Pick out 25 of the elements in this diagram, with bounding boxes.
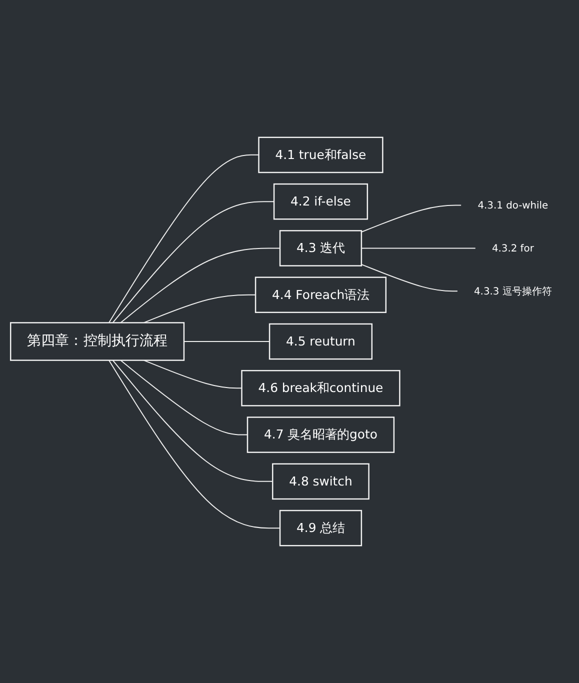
node-box: 4.3 迭代 — [279, 230, 362, 266]
node-box: 第四章：控制执行流程 — [10, 322, 185, 361]
connector — [108, 154, 260, 324]
connector — [360, 264, 458, 292]
connector — [108, 360, 280, 529]
node-box: 4.6 break和continue — [241, 370, 400, 406]
connector — [360, 204, 462, 232]
connector — [143, 360, 242, 389]
node-box: 4.5 reuturn — [268, 323, 373, 360]
connector — [112, 201, 275, 324]
connector — [120, 360, 248, 436]
connector — [112, 360, 274, 482]
connector — [183, 341, 270, 342]
node-text: 4.3.1 do-while — [478, 200, 548, 212]
node-box: 4.2 if-else — [273, 183, 368, 220]
node-box: 4.4 Foreach语法 — [254, 276, 387, 314]
connector — [360, 248, 476, 249]
node-box: 4.8 switch — [272, 463, 370, 500]
connector — [143, 294, 256, 324]
node-box: 4.9 总结 — [279, 510, 362, 546]
node-box: 4.7 臭名昭著的goto — [246, 416, 395, 453]
node-text: 4.3.3 逗号操作符 — [474, 285, 552, 297]
node-box: 4.1 true和false — [258, 136, 384, 174]
node-text: 4.3.2 for — [492, 242, 534, 254]
connector — [120, 248, 280, 324]
